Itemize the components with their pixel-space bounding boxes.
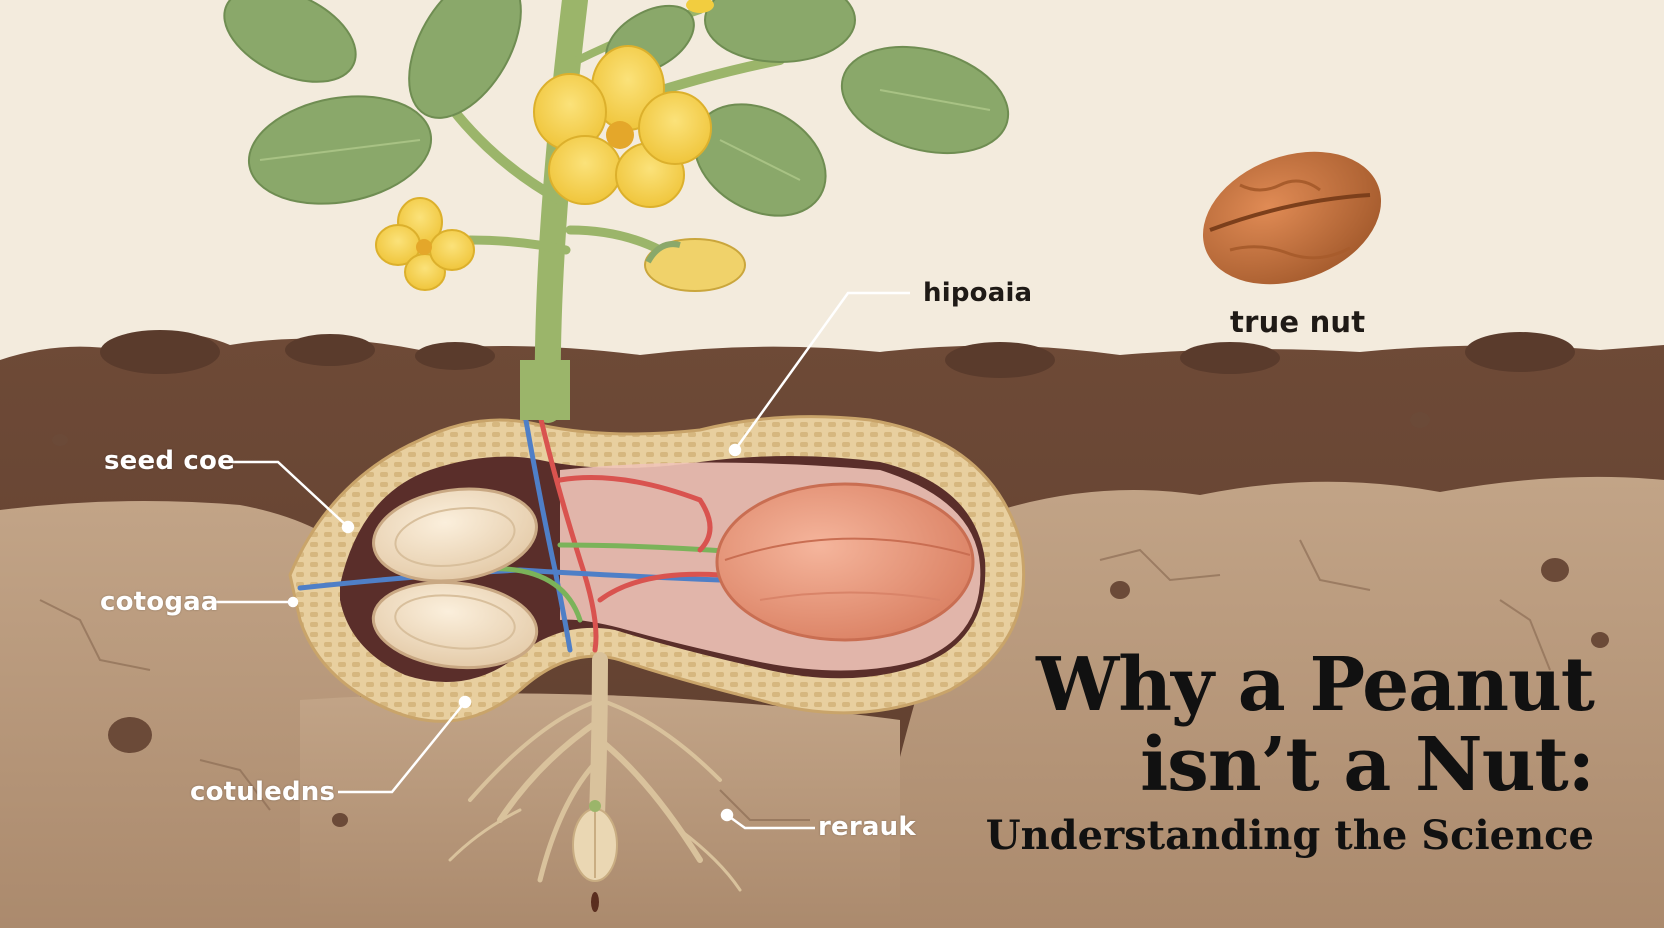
soil-pebbles — [52, 412, 1609, 827]
leader-cotyledon-bottom — [338, 701, 466, 794]
cotyledon-bottom — [371, 580, 539, 670]
true-nut-icon — [1202, 151, 1382, 285]
leader-lines — [216, 291, 910, 830]
vascular-strands — [297, 412, 743, 653]
title-line-2: isn’t a Nut: — [1140, 722, 1595, 808]
flower-top-bud-icon — [686, 0, 714, 13]
label-radicle: rerauk — [818, 812, 916, 842]
subsoil-layer-right — [860, 476, 1664, 928]
label-cotyledon-bottom: cotuledns — [190, 777, 336, 807]
soil-clumps — [100, 330, 1575, 378]
leaf-veins — [259, 89, 991, 181]
flower-large-icon — [533, 45, 712, 208]
label-hypocotyl: hipoaia — [923, 278, 1033, 308]
flower-small-icon — [375, 197, 475, 291]
subsoil-layer — [0, 501, 360, 928]
subtitle: Understanding the Science — [985, 812, 1594, 859]
flower-bud-icon — [644, 238, 746, 292]
soil-cracks — [39, 539, 1551, 821]
title-line-1: Why a Peanut — [1036, 642, 1595, 728]
peanut-pod — [288, 360, 1026, 723]
leader-seed-coat — [232, 460, 349, 528]
leader-hypocotyl — [733, 291, 910, 451]
leader-radicle — [726, 813, 815, 830]
title-block: Why a Peanut isn’t a Nut: Understanding … — [974, 642, 1595, 859]
label-seed-coat: seed coe — [104, 446, 235, 476]
label-true-nut: true nut — [1230, 305, 1366, 339]
peanut-seed — [715, 482, 975, 642]
label-cotyledon-top: cotogaa — [100, 587, 219, 617]
